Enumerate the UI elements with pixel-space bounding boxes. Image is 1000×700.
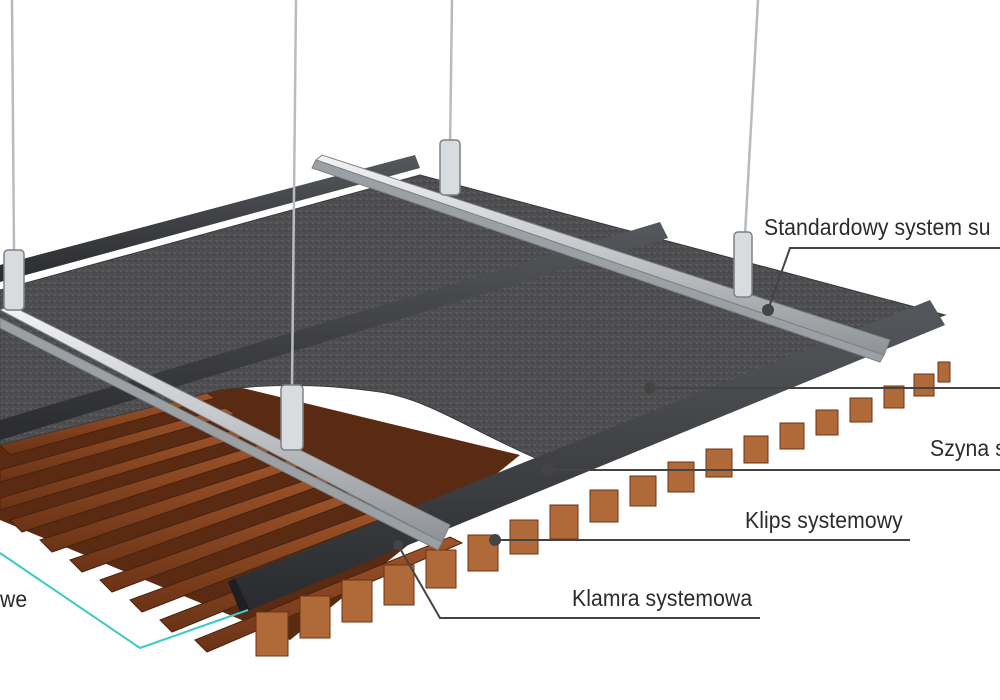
label-partial-left: we — [0, 586, 28, 612]
galvanized-carriers — [0, 154, 891, 551]
label-rail: Szyna s — [930, 435, 1000, 461]
label-standard-suspension: Standardowy system su — [764, 214, 991, 240]
wood-slat-ends — [255, 361, 951, 657]
suspension-wires — [10, 0, 760, 391]
label-clamp: Klamra systemowa — [572, 585, 753, 611]
hangers — [3, 139, 753, 451]
label-clip: Klips systemowy — [745, 507, 903, 533]
leader-dots — [393, 304, 774, 550]
accent-leader-line — [0, 552, 249, 650]
leader-lines — [397, 247, 1000, 619]
